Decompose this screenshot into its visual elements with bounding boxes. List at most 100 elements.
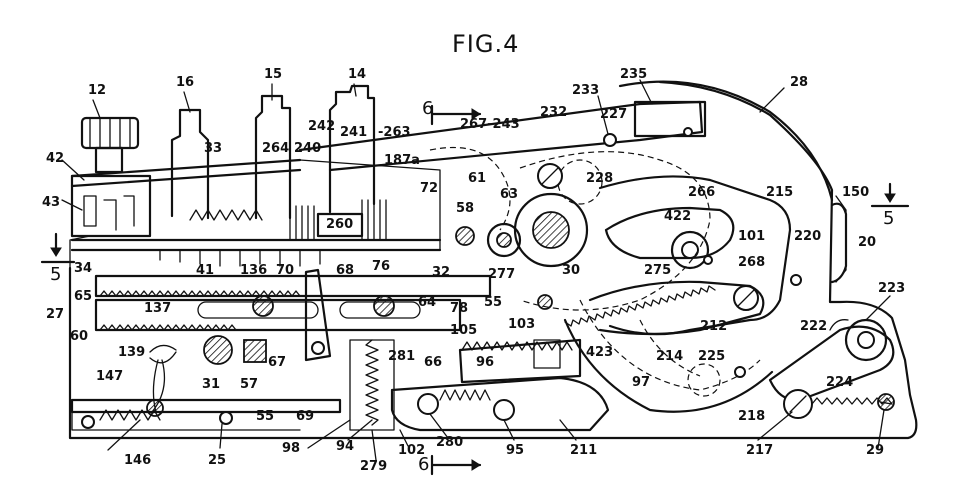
roller-101 xyxy=(670,230,710,270)
link-266 xyxy=(604,206,735,260)
ref-label: 25 xyxy=(208,453,227,468)
spring-280 xyxy=(439,389,491,401)
ref-label: 279 xyxy=(360,459,388,474)
ref-label: 20 xyxy=(858,235,877,250)
ref-label: 222 xyxy=(800,319,828,334)
ref-label: 27 xyxy=(46,307,65,322)
ref-label: 147 xyxy=(96,369,124,384)
ref-label: 60 xyxy=(70,329,89,344)
key-15 xyxy=(254,94,292,220)
leader-lines xyxy=(61,79,891,461)
ref-label: 139 xyxy=(118,345,146,360)
ref-label: 15 xyxy=(264,67,283,82)
ref-label: -263 xyxy=(378,125,411,140)
ref-label: 241 xyxy=(340,125,368,140)
section-mark-left-label: 5 xyxy=(50,264,62,285)
ref-label: 105 xyxy=(450,323,478,338)
ref-label: 29 xyxy=(866,443,885,458)
ref-label: 69 xyxy=(296,409,315,424)
ref-label: 95 xyxy=(506,443,525,458)
ref-label: 267-243 xyxy=(460,117,520,132)
block-235 xyxy=(633,100,707,138)
section-mark-right-label: 5 xyxy=(883,208,895,229)
ref-label: 212 xyxy=(700,319,728,334)
ref-label: 70 xyxy=(276,263,295,278)
spring-147 xyxy=(99,409,161,421)
ref-label: 72 xyxy=(420,181,439,196)
sector-plate-28 xyxy=(618,80,834,202)
key-16 xyxy=(170,108,210,220)
hub-30 xyxy=(513,192,589,268)
ref-label: 55 xyxy=(256,409,275,424)
pin-29 xyxy=(877,393,895,411)
section-mark-bottom-label: 6 xyxy=(418,454,430,475)
ref-label: 187a xyxy=(384,153,420,168)
ref-label: 30 xyxy=(562,263,581,278)
figure-title: FIG.4 xyxy=(452,30,520,58)
ref-label: 41 xyxy=(196,263,215,278)
ref-label: 33 xyxy=(204,141,223,156)
ref-label: 97 xyxy=(632,375,651,390)
ref-label: 136 xyxy=(240,263,268,278)
rack-65-teeth xyxy=(99,290,301,297)
ref-label: 66 xyxy=(424,355,443,370)
ref-label: 220 xyxy=(794,229,822,244)
pin-136 xyxy=(252,295,274,317)
lever-68 xyxy=(304,268,332,362)
latch-150 xyxy=(830,202,848,284)
ref-label: 235 xyxy=(620,67,648,82)
shaft-30 xyxy=(532,211,570,249)
ref-label: 55 xyxy=(484,295,503,310)
ref-label: 61 xyxy=(468,171,487,186)
ref-label: 98 xyxy=(282,441,301,456)
ref-label: 102 xyxy=(398,443,426,458)
ref-label: 12 xyxy=(88,83,107,98)
sector-gear-97 xyxy=(563,318,774,413)
pin-64 xyxy=(373,295,395,317)
rack-65 xyxy=(94,274,492,298)
ref-label: 218 xyxy=(738,409,766,424)
ref-label: 150 xyxy=(842,185,870,200)
ref-label: 103 xyxy=(508,317,536,332)
ref-label: 215 xyxy=(766,185,794,200)
ref-label: 57 xyxy=(240,377,259,392)
ref-label: 16 xyxy=(176,75,195,90)
ref-label: 232 xyxy=(540,105,568,120)
box-260 xyxy=(316,212,364,238)
section-mark-bottom xyxy=(430,454,482,476)
ref-label: 264 xyxy=(262,141,290,156)
rack-96 xyxy=(458,338,582,384)
bar-60 xyxy=(94,298,462,332)
ref-label: 242 xyxy=(308,119,336,134)
ref-label: 146 xyxy=(124,453,152,468)
ref-label: 211 xyxy=(570,443,598,458)
left-bracket-42 xyxy=(70,174,152,238)
housing-frame xyxy=(68,80,918,440)
spring-upper xyxy=(189,209,263,221)
ref-label: 14 xyxy=(348,67,367,82)
block-103 xyxy=(533,339,561,369)
cord-139 xyxy=(149,344,177,413)
ref-label: 268 xyxy=(738,255,766,270)
spring-217 xyxy=(811,397,893,405)
ref-label: 65 xyxy=(74,289,93,304)
ref-label: 96 xyxy=(476,355,495,370)
section-mark-top-label: 6 xyxy=(422,98,434,119)
knob-stem xyxy=(94,146,124,174)
ref-label: 42 xyxy=(46,151,65,166)
ref-label: 64 xyxy=(418,295,437,310)
ref-label: 228 xyxy=(586,171,614,186)
section-mark-left xyxy=(40,232,76,264)
ref-label: 214 xyxy=(656,349,684,364)
ref-label: 76 xyxy=(372,259,391,274)
ref-label: 260 xyxy=(326,217,354,232)
ref-label: 67 xyxy=(268,355,287,370)
arm-212 xyxy=(588,280,765,336)
shelf-34 xyxy=(70,238,442,252)
ref-label: 225 xyxy=(698,349,726,364)
ref-label: 223 xyxy=(878,281,906,296)
base-bar-25 xyxy=(70,398,342,414)
block-57 xyxy=(243,339,267,363)
key-14 xyxy=(328,84,376,214)
arm-211 xyxy=(390,376,610,432)
